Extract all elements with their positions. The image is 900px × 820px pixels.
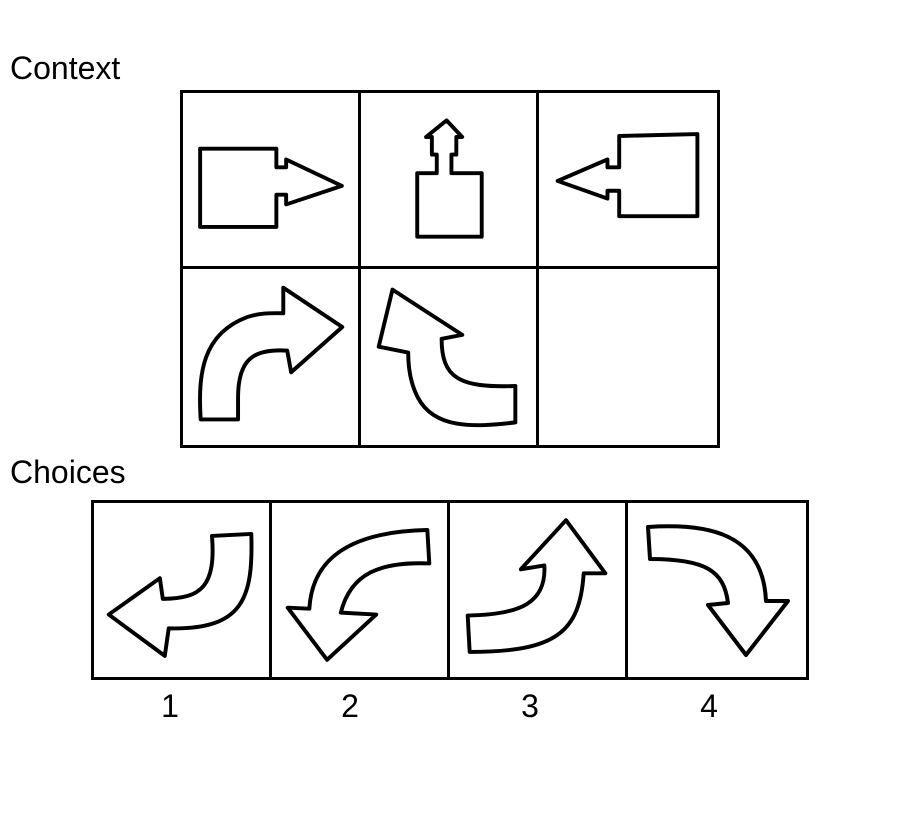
context-label: Context	[10, 50, 121, 86]
choices-grid	[91, 500, 809, 680]
choice-number-1: 1	[161, 688, 179, 724]
choices-label: Choices	[10, 454, 126, 490]
choice-option-1[interactable]	[94, 503, 272, 677]
choice-number-4: 4	[700, 688, 718, 724]
context-cell-empty	[539, 269, 717, 445]
context-cell-3	[539, 93, 717, 269]
curved-arrow-up-left-icon	[376, 287, 518, 428]
choice-option-4[interactable]	[628, 503, 806, 677]
context-grid	[180, 90, 720, 448]
curved-arrow-left-down-icon	[285, 528, 432, 662]
curved-arrow-down-left-icon	[106, 531, 254, 658]
square-with-arrow-up-icon	[415, 118, 484, 239]
curved-arrow-up-right-icon	[198, 285, 345, 422]
context-cell-5	[361, 269, 539, 445]
curved-arrow-right-up-icon	[465, 518, 608, 654]
choice-number-2: 2	[341, 688, 359, 724]
context-cell-2	[361, 93, 539, 269]
context-cell-4	[183, 269, 361, 445]
square-with-arrow-left-icon	[555, 132, 700, 219]
curved-arrow-right-down-icon	[646, 524, 790, 657]
choice-option-3[interactable]	[450, 503, 628, 677]
context-cell-1	[183, 93, 361, 269]
choice-option-2[interactable]	[272, 503, 450, 677]
square-with-arrow-right-icon	[198, 146, 344, 229]
choice-number-3: 3	[521, 688, 539, 724]
